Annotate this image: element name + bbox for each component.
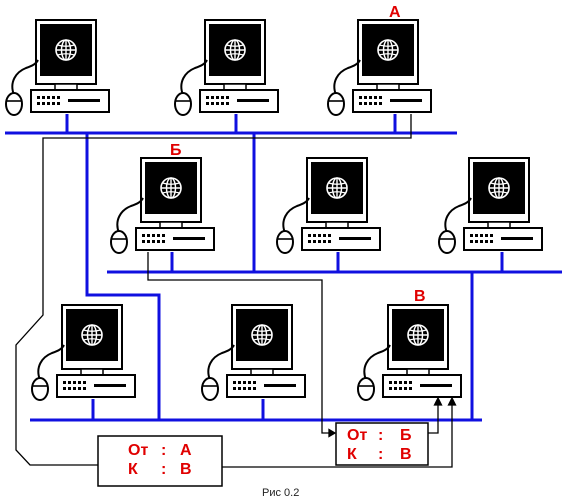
computer-a-icon <box>328 20 431 115</box>
message-box-b-to-v: От : Б К : В <box>335 422 429 466</box>
computer-icon <box>6 20 109 115</box>
computer-icon <box>32 305 135 400</box>
figure-caption: Рис 0.2 <box>262 487 299 499</box>
msg2-from-label: От <box>347 427 367 444</box>
computer-icon <box>277 158 380 253</box>
computer-b-icon <box>111 158 214 253</box>
msg1-to-sep: : <box>161 461 166 478</box>
bridge-net1-net3 <box>85 133 161 420</box>
msg1-to-value: В <box>180 461 192 478</box>
msg2-to-sep: : <box>378 446 383 463</box>
message-cables <box>15 114 457 468</box>
msg1-from-value: А <box>180 442 192 459</box>
computer-icon <box>202 305 305 400</box>
label-computer-b: Б <box>170 142 182 159</box>
msg2-to-value: В <box>400 446 412 463</box>
message-box-a-to-v: От : А К : В <box>97 435 223 487</box>
computer-icon <box>175 20 278 115</box>
label-computer-v: В <box>414 288 426 305</box>
label-computer-a: А <box>389 4 401 21</box>
msg2-to-label: К <box>347 446 357 463</box>
msg2-from-sep: : <box>378 427 383 444</box>
msg1-from-label: От <box>128 442 148 459</box>
network-bus-lines <box>5 114 562 422</box>
msg1-to-label: К <box>128 461 138 478</box>
msg1-from-sep: : <box>161 442 166 459</box>
msg2-from-value: Б <box>400 427 412 444</box>
computer-v-icon <box>358 305 461 400</box>
computer-icon <box>439 158 542 253</box>
